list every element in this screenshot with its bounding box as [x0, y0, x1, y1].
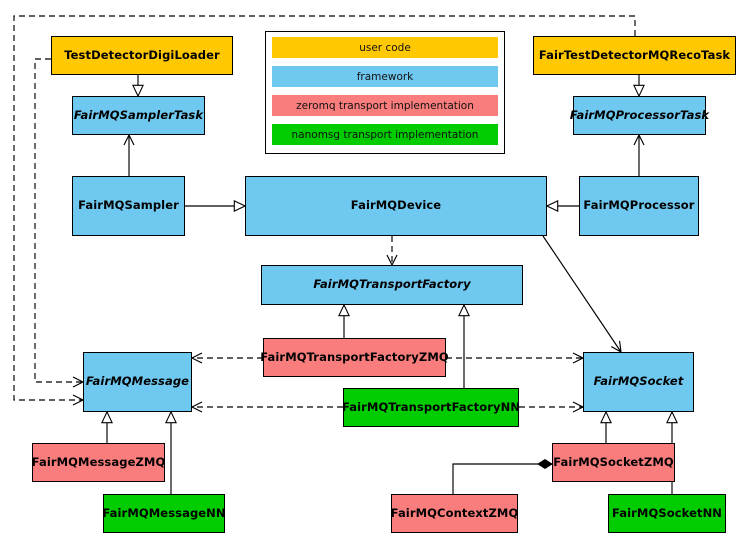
- class-node-fairmq-transport-factory-nn[interactable]: FairMQTransportFactoryNN: [341, 388, 521, 427]
- class-node-fairmq-transport-factory[interactable]: FairMQTransportFactory: [261, 265, 523, 305]
- legend-swatch-zeromq: zeromq transport implementation: [272, 95, 498, 116]
- class-label: FairMQProcessorTask: [569, 107, 710, 122]
- class-label: FairTestDetectorMQRecoTask: [538, 47, 731, 62]
- class-node-fairmq-transport-factory-zmq[interactable]: FairMQTransportFactoryZMQ: [260, 338, 449, 377]
- class-node-fairmq-message-nn[interactable]: FairMQMessageNN: [102, 494, 226, 533]
- edge-device-to-socket: [542, 235, 622, 354]
- class-label: FairMQMessageNN: [102, 505, 226, 520]
- class-label: FairMQTransportFactoryZMQ: [260, 349, 449, 364]
- class-node-fairmq-message-zmq[interactable]: FairMQMessageZMQ: [32, 443, 165, 482]
- class-label: FairMQMessage: [85, 374, 190, 389]
- legend-label-nanomsg: nanomsg transport implementation: [291, 128, 479, 141]
- class-node-fairmq-socket-nn[interactable]: FairMQSocketNN: [608, 494, 726, 533]
- class-node-fairmq-processor-task[interactable]: FairMQProcessorTask: [569, 96, 710, 135]
- class-label: FairMQTransportFactory: [313, 277, 471, 292]
- class-node-fairmq-sampler[interactable]: FairMQSampler: [72, 176, 185, 236]
- class-label: TestDetectorDigiLoader: [64, 47, 220, 62]
- legend-label-framework: framework: [356, 70, 414, 83]
- class-node-test-detector-digi-loader[interactable]: TestDetectorDigiLoader: [51, 36, 233, 75]
- class-node-fairmq-message[interactable]: FairMQMessage: [83, 352, 192, 412]
- class-node-fair-test-detector-mq-reco-task[interactable]: FairTestDetectorMQRecoTask: [533, 36, 736, 75]
- class-node-fairmq-device[interactable]: FairMQDevice: [245, 176, 547, 236]
- legend-swatch-framework: framework: [272, 66, 498, 87]
- legend-swatch-nanomsg: nanomsg transport implementation: [272, 124, 498, 145]
- class-label: FairMQTransportFactoryNN: [341, 399, 521, 414]
- class-label: FairMQDevice: [350, 198, 442, 213]
- class-node-fairmq-socket-zmq[interactable]: FairMQSocketZMQ: [552, 443, 675, 482]
- edge-socketzmq-to-contextzmq: [452, 459, 553, 494]
- class-label: FairMQSocket: [593, 374, 684, 389]
- class-node-fairmq-socket[interactable]: FairMQSocket: [583, 352, 694, 412]
- class-label: FairMQSocketNN: [611, 505, 723, 520]
- class-node-fairmq-sampler-task[interactable]: FairMQSamplerTask: [72, 96, 205, 135]
- class-label: FairMQMessageZMQ: [31, 454, 166, 469]
- class-label: FairMQContextZMQ: [390, 505, 519, 520]
- class-label: FairMQProcessor: [583, 198, 695, 213]
- legend-label-user-code: user code: [359, 41, 411, 54]
- class-node-fairmq-processor[interactable]: FairMQProcessor: [579, 176, 699, 236]
- legend-label-zeromq: zeromq transport implementation: [296, 99, 474, 112]
- class-label: FairMQSocketZMQ: [553, 454, 674, 469]
- class-node-fairmq-context-zmq[interactable]: FairMQContextZMQ: [391, 494, 518, 533]
- legend-swatch-user-code: user code: [272, 37, 498, 58]
- class-label: FairMQSamplerTask: [73, 107, 204, 122]
- class-label: FairMQSampler: [78, 198, 179, 213]
